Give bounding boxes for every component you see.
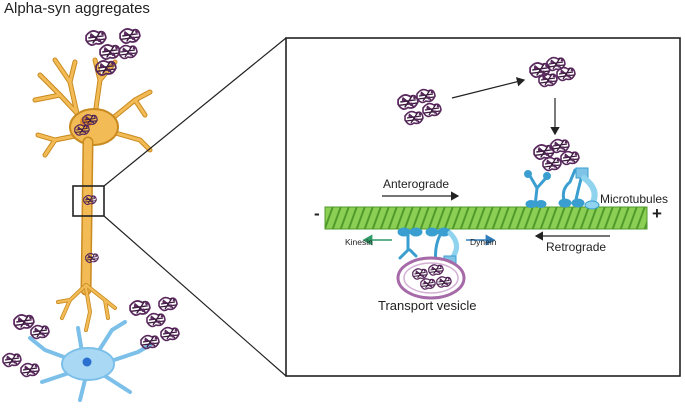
minus-end-label: - [314,204,320,223]
callout-line-top [103,37,287,187]
arrow-to-cluster [451,77,526,99]
callout-line-bottom [103,215,287,377]
microtubules-label: Microtubules [600,192,669,206]
retrograde-label: Retrograde [546,240,607,254]
motor-proteins-top [524,167,600,210]
anterograde-label: Anterograde [383,177,450,191]
neuron-orange [32,57,153,332]
diagram-title: Alpha-syn aggregates [4,0,150,17]
microtubule [324,206,648,230]
transport-vesicle-label: Transport vesicle [378,298,477,313]
dynein-label: Dynein [470,237,497,247]
zoom-region-box [72,185,105,217]
kinesin-label: Kinesin [345,237,373,247]
neuron-blue [28,320,152,402]
plus-end-label: + [652,204,662,223]
transport-vesicle [396,256,466,300]
